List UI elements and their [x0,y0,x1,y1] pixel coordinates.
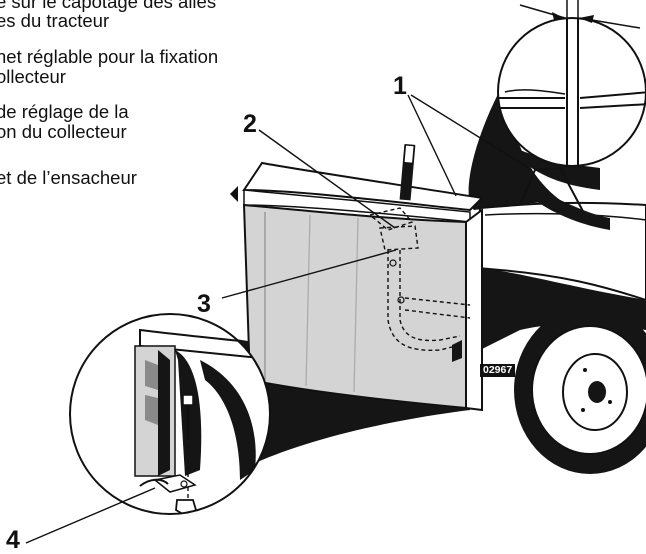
collector-front-panel [242,203,467,410]
legend-item-3-line2: on du collecteur [0,121,127,142]
callout-1: 1 [393,72,407,100]
top-detail-magnifier [497,0,646,167]
legend-item-1-line1: e sur le capotage des ailes [0,0,217,12]
tractor-tire [514,306,646,474]
legend-item-1-line2: es du tracteur [0,10,110,31]
top-detail-cone [468,94,560,210]
bottom-detail-magnifier [69,313,271,515]
figure-id: 02967 [480,364,516,377]
callout-2: 2 [243,110,257,138]
leader-lines [25,94,533,544]
callout-3: 3 [197,290,211,318]
legend-item-2-line1: net réglable pour la fixation [0,46,219,67]
hidden-bracket [368,207,471,352]
legend-item-4-line1: et de l’ensacheur [0,167,137,188]
collector-lid [242,161,485,212]
callout-4: 4 [6,526,20,554]
legend-item-2-line2: ollecteur [0,66,66,87]
legend-item-3-line1: de réglage de la [0,101,129,122]
